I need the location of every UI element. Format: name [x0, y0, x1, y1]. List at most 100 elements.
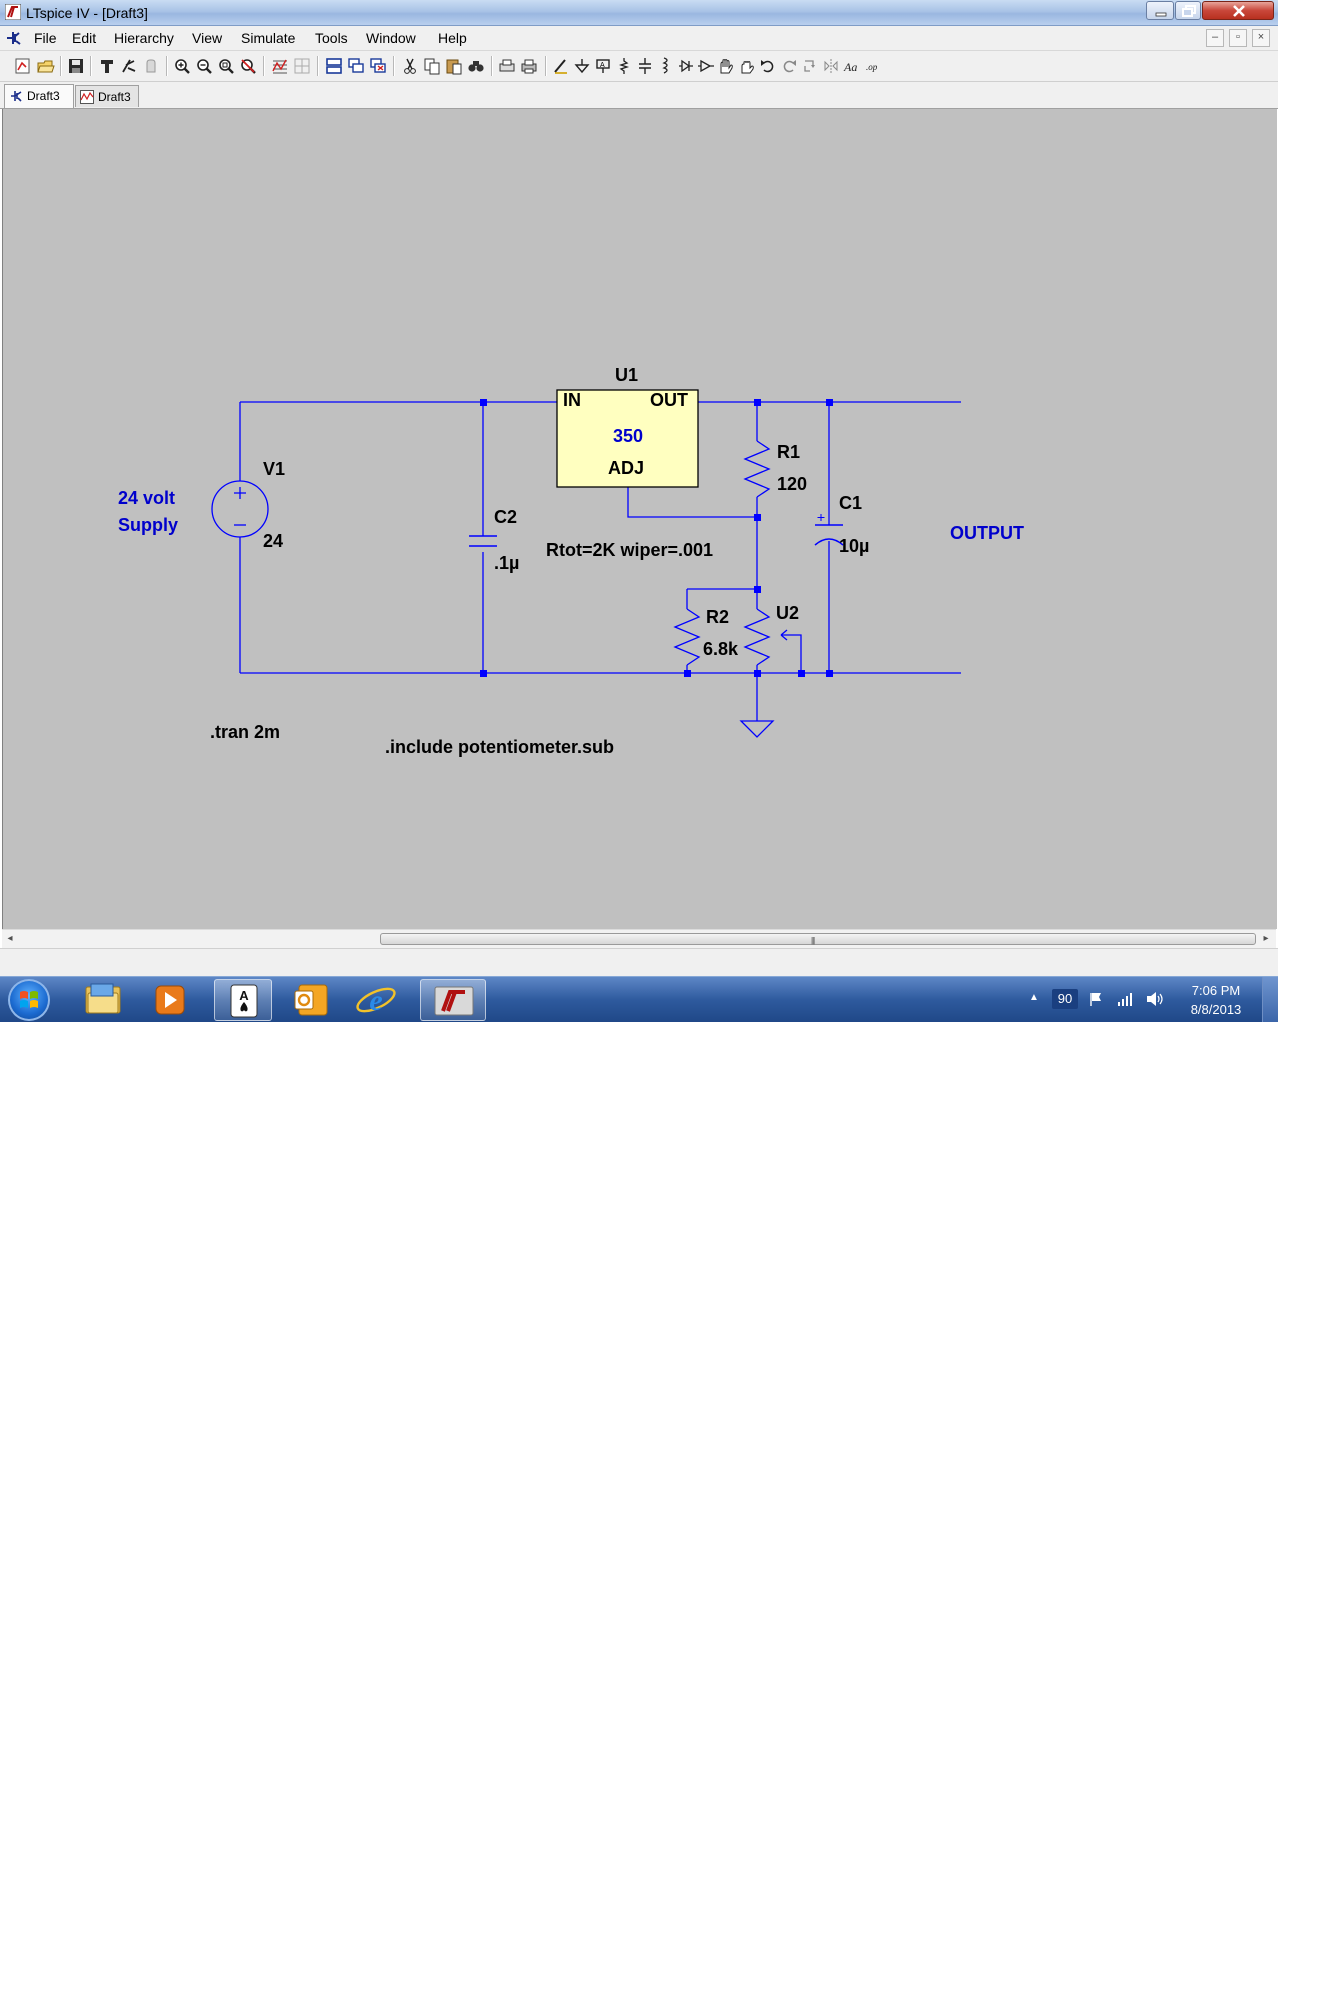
menu-tools[interactable]: Tools — [315, 30, 348, 46]
ltspice-taskbar-button[interactable] — [420, 979, 486, 1021]
clock-date[interactable]: 8/8/2013 — [1190, 1002, 1242, 1017]
copy-icon[interactable] — [423, 57, 441, 75]
cascade-icon[interactable] — [347, 57, 365, 75]
zoom-in-icon[interactable] — [173, 57, 191, 75]
resistor-icon[interactable] — [615, 57, 633, 75]
tab-draft3-waveform[interactable]: Draft3 — [75, 85, 139, 107]
v1-source-symbol[interactable] — [211, 480, 269, 538]
show-desktop-button[interactable] — [1262, 977, 1278, 1022]
menu-help[interactable]: Help — [438, 30, 467, 46]
label-net-icon[interactable]: A — [594, 57, 612, 75]
scroll-right-button[interactable]: ▸ — [1263, 933, 1269, 944]
schematic-canvas[interactable]: U1 IN OUT ADJ V1 24 C2 .1µ R1 120 C1 10µ… — [2, 109, 1277, 929]
new-schematic-icon[interactable] — [14, 57, 32, 75]
r2-name-label[interactable]: R2 — [706, 607, 729, 627]
zoom-cancel-icon[interactable] — [239, 57, 257, 75]
tab-draft3-schematic[interactable]: Draft3 — [4, 84, 74, 108]
r2-value-label[interactable]: 6.8k — [703, 639, 739, 659]
open-icon[interactable] — [37, 57, 55, 75]
c2-capacitor-symbol[interactable] — [469, 535, 497, 547]
draw-wire-icon[interactable] — [552, 57, 570, 75]
title-bar[interactable]: LTspice IV - [Draft3] — [0, 0, 1278, 26]
restore-button[interactable] — [1175, 1, 1201, 20]
menu-view[interactable]: View — [192, 30, 223, 46]
supply-comment-line2[interactable]: Supply — [118, 515, 178, 535]
c1-value-label[interactable]: 10µ — [839, 536, 869, 556]
save-icon[interactable] — [67, 57, 85, 75]
mdi-close-button[interactable]: × — [1252, 29, 1270, 47]
network-signal-icon[interactable] — [1117, 991, 1135, 1022]
explorer-taskbar-button[interactable] — [75, 979, 133, 1021]
menu-window[interactable]: Window — [366, 30, 416, 46]
menu-file[interactable]: File — [34, 30, 57, 46]
v1-name-label[interactable]: V1 — [263, 459, 285, 479]
u1-value-label[interactable]: 350 — [613, 426, 643, 446]
rotate-icon[interactable] — [801, 57, 819, 75]
tran-directive[interactable]: .tran 2m — [210, 722, 280, 742]
spice-directive-icon[interactable]: .op — [864, 57, 882, 75]
horizontal-scrollbar[interactable]: ◂ ||| ▸ — [2, 929, 1276, 948]
supply-comment-line1[interactable]: 24 volt — [118, 488, 175, 508]
component-icon[interactable] — [697, 57, 715, 75]
print-icon[interactable] — [520, 57, 538, 75]
undo-icon[interactable] — [759, 57, 777, 75]
action-center-flag-icon[interactable] — [1088, 991, 1104, 1022]
capacitor-icon[interactable] — [636, 57, 654, 75]
r1-name-label[interactable]: R1 — [777, 442, 800, 462]
tile-horizontal-icon[interactable] — [325, 57, 343, 75]
r2-resistor-symbol[interactable] — [673, 608, 701, 666]
mdi-restore-button[interactable]: ▫ — [1229, 29, 1247, 47]
redo-icon[interactable] — [780, 57, 798, 75]
find-icon[interactable] — [467, 57, 485, 75]
menu-hierarchy[interactable]: Hierarchy — [114, 30, 174, 46]
c1-name-label[interactable]: C1 — [839, 493, 862, 513]
menu-edit[interactable]: Edit — [72, 30, 97, 46]
zoom-out-icon[interactable] — [195, 57, 213, 75]
drag-icon[interactable] — [738, 57, 756, 75]
text-icon[interactable]: Aa — [843, 57, 861, 75]
grid-icon[interactable] — [293, 57, 311, 75]
move-icon[interactable] — [717, 57, 735, 75]
u1-regulator-symbol[interactable] — [556, 389, 699, 488]
c1-capacitor-symbol[interactable] — [814, 514, 844, 546]
schematic-doc-icon[interactable] — [4, 29, 22, 47]
r1-resistor-symbol[interactable] — [743, 440, 771, 498]
close-all-icon[interactable] — [369, 57, 387, 75]
mirror-icon[interactable] — [822, 57, 840, 75]
r1-value-label[interactable]: 120 — [777, 474, 807, 494]
internet-explorer-taskbar-button[interactable]: e — [347, 979, 405, 1021]
u2-params-label[interactable]: Rtot=2K wiper=.001 — [546, 540, 713, 560]
start-button[interactable] — [8, 979, 50, 1021]
ground-icon[interactable] — [573, 57, 591, 75]
u1-name-label[interactable]: U1 — [615, 365, 638, 385]
media-player-taskbar-button[interactable] — [141, 979, 199, 1021]
cut-icon[interactable] — [401, 57, 419, 75]
minimize-button[interactable] — [1146, 1, 1174, 20]
show-hidden-icons-button[interactable]: ▲ — [1029, 992, 1039, 1003]
scroll-left-button[interactable]: ◂ — [7, 933, 13, 944]
diode-icon[interactable] — [677, 57, 695, 75]
include-directive[interactable]: .include potentiometer.sub — [385, 737, 614, 757]
u2-potentiometer-symbol[interactable] — [743, 608, 802, 666]
inductor-icon[interactable] — [657, 57, 675, 75]
paste-icon[interactable] — [445, 57, 463, 75]
run-icon[interactable] — [120, 57, 138, 75]
c2-name-label[interactable]: C2 — [494, 507, 517, 527]
volume-icon[interactable] — [1145, 990, 1165, 1022]
close-button[interactable] — [1202, 1, 1274, 20]
scrollbar-thumb[interactable]: ||| — [380, 933, 1256, 945]
clock-time[interactable]: 7:06 PM — [1191, 983, 1241, 998]
outlook-taskbar-button[interactable] — [283, 979, 341, 1021]
zoom-fit-icon[interactable] — [217, 57, 235, 75]
halt-icon[interactable] — [142, 57, 160, 75]
ground-symbol[interactable] — [739, 720, 775, 738]
u2-name-label[interactable]: U2 — [776, 603, 799, 623]
autorange-icon[interactable] — [271, 57, 289, 75]
c2-value-label[interactable]: .1µ — [494, 553, 519, 573]
tray-badge[interactable]: 90 — [1052, 989, 1078, 1009]
output-comment[interactable]: OUTPUT — [950, 523, 1024, 543]
menu-simulate[interactable]: Simulate — [241, 30, 296, 46]
solitaire-taskbar-button[interactable]: A — [214, 979, 272, 1021]
print-setup-icon[interactable] — [498, 57, 516, 75]
mdi-minimize-button[interactable]: – — [1206, 29, 1224, 47]
